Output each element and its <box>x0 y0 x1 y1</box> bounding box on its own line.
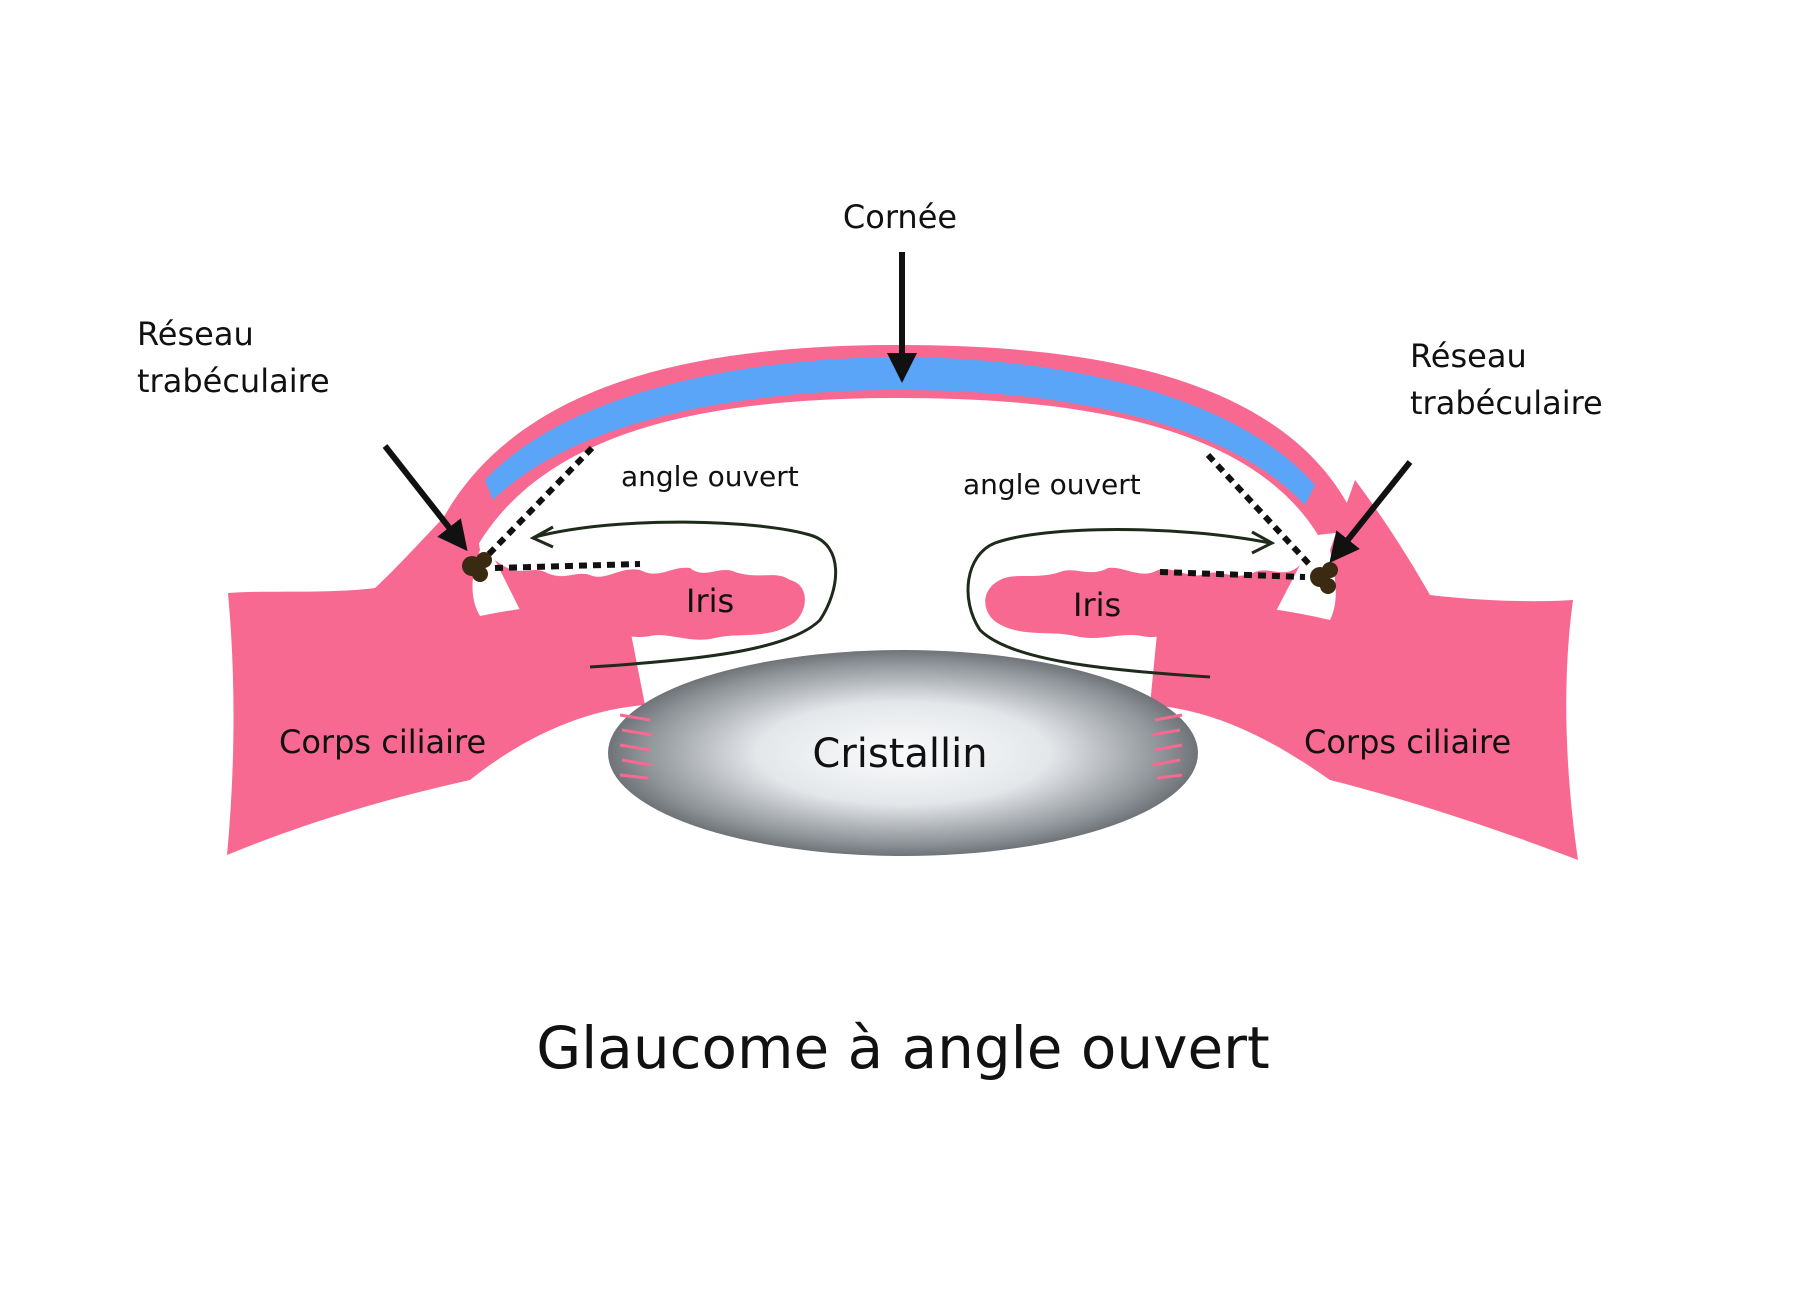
label-angle-left: angle ouvert <box>621 460 799 493</box>
zonule-fibers-right <box>1151 713 1183 780</box>
label-iris-right: Iris <box>1073 586 1121 624</box>
label-ciliary-right: Corps ciliaire <box>1304 723 1511 761</box>
label-cornea: Cornée <box>843 198 957 236</box>
trabecular-meshwork-right <box>1310 562 1338 594</box>
trabecular-meshwork-left <box>462 552 492 582</box>
label-trabecular-right-line1: Réseau <box>1410 337 1527 375</box>
lens <box>608 650 1198 856</box>
label-trabecular-right-line2: trabéculaire <box>1410 384 1603 422</box>
label-iris-left: Iris <box>686 582 734 620</box>
cornea-blue-layer <box>485 357 1315 505</box>
iris-right <box>985 565 1322 700</box>
label-trabecular-left-line2: trabéculaire <box>137 362 330 400</box>
trabecular-arrow-left <box>382 444 468 552</box>
diagram-title: Glaucome à angle ouvert <box>536 1014 1270 1082</box>
label-lens: Cristallin <box>812 731 987 777</box>
label-angle-right: angle ouvert <box>963 468 1141 501</box>
label-ciliary-left: Corps ciliaire <box>279 723 486 761</box>
trabecular-arrow-right <box>1329 460 1413 564</box>
angle-line-left-iris <box>494 561 641 571</box>
aqueous-flow-left-arrowhead <box>529 525 554 549</box>
angle-line-right-cornea <box>1205 452 1313 568</box>
iris-left <box>474 560 805 700</box>
ciliary-body-left <box>227 490 645 855</box>
aqueous-flow-right <box>966 528 1271 679</box>
angle-line-left-cornea <box>485 445 595 558</box>
zonule-fibers-left <box>619 713 653 780</box>
ciliary-body-right <box>1150 480 1578 860</box>
aqueous-flow-left <box>534 520 838 669</box>
label-trabecular-left-line1: Réseau <box>137 315 254 353</box>
aqueous-flow-right-arrowhead <box>1251 530 1276 555</box>
angle-line-right-iris <box>1159 569 1306 580</box>
